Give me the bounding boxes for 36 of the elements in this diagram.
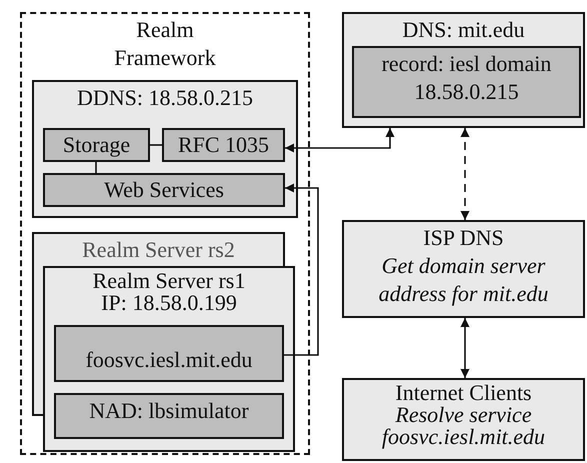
box-text: 18.58.0.215 <box>414 78 519 106</box>
module-box <box>43 173 285 207</box>
box-title: Internet Clients <box>395 382 532 404</box>
box-title: foosvc.iesl.mit.edu <box>86 346 252 374</box>
module-box <box>162 128 285 162</box>
box-title: DDNS: 18.58.0.215 <box>76 84 253 112</box>
component-box <box>342 12 585 128</box>
box-text: Resolve service foosvc.iesl.mit.edu <box>380 404 546 448</box>
box-title: ISP DNS <box>423 224 504 252</box>
connector <box>285 128 394 152</box>
module-box <box>352 46 581 118</box>
framework-boundary <box>20 12 310 455</box>
box-text: Get domain server address for mit.edu <box>378 252 550 308</box>
connector <box>95 162 97 173</box>
component-box <box>43 266 295 452</box>
module-box <box>43 128 150 162</box>
connector <box>460 318 470 378</box>
box-title: record: iesl domain <box>382 50 552 78</box>
box-title: RFC 1035 <box>178 131 270 159</box>
component-box <box>32 80 298 218</box>
box-title: DNS: mit.edu <box>402 16 525 44</box>
box-title: Web Services <box>104 176 224 204</box>
box-title: Realm Server rs2 <box>82 236 235 264</box>
connector <box>460 128 470 220</box>
box-title: Realm Server rs1 <box>92 270 246 292</box>
component-box <box>342 220 585 318</box>
component-box <box>342 378 585 461</box>
module-box <box>54 325 284 382</box>
box-title: Realm Framework <box>113 16 217 72</box>
component-box <box>32 232 285 266</box>
box-title: NAD: lbsimulator <box>89 397 249 425</box>
connector <box>150 144 162 146</box>
box-title: Storage <box>62 131 130 159</box>
module-box <box>54 393 284 439</box>
connector <box>284 184 319 356</box>
box-text: IP: 18.58.0.199 <box>101 292 237 314</box>
